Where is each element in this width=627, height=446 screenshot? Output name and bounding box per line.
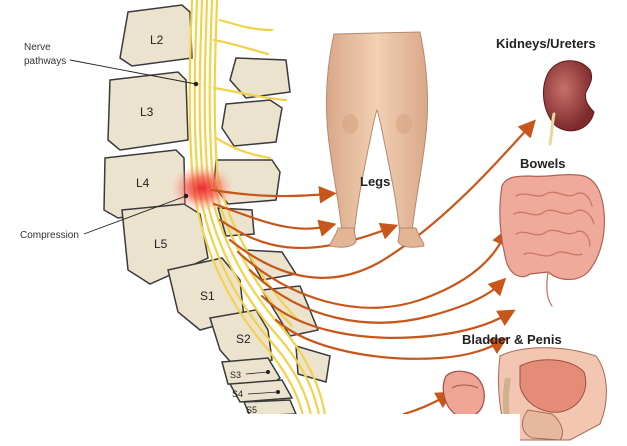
kidney-illustration xyxy=(543,61,594,144)
title-bowels: Bowels xyxy=(520,156,566,171)
label-s4: S4 xyxy=(232,389,243,399)
callout-nerve-pathways-line1: Nerve xyxy=(24,42,51,53)
label-s5: S5 xyxy=(246,405,257,415)
label-l2: L2 xyxy=(150,33,164,47)
label-l3: L3 xyxy=(140,105,154,119)
spine xyxy=(104,5,330,416)
title-bladder-penis: Bladder & Penis xyxy=(462,332,562,347)
callout-nerve-pathways-line2: pathways xyxy=(24,56,66,67)
label-s2: S2 xyxy=(236,332,251,346)
label-s1: S1 xyxy=(200,289,215,303)
title-kidneys-ureters: Kidneys/Ureters xyxy=(496,36,596,51)
callout-compression: Compression xyxy=(20,230,79,241)
label-l4: L4 xyxy=(136,176,150,190)
title-legs: Legs xyxy=(360,174,390,189)
label-l5: L5 xyxy=(154,237,168,251)
bowels-illustration xyxy=(500,175,604,306)
label-s3: S3 xyxy=(230,370,241,380)
compression-hotspot xyxy=(170,164,234,212)
bottom-blank-band xyxy=(80,414,520,446)
legs-illustration xyxy=(327,32,428,247)
